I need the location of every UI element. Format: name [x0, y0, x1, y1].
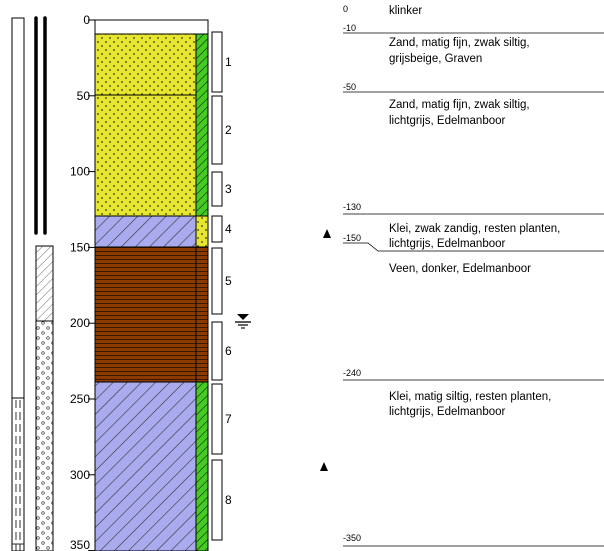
depth-level-label: -240	[343, 368, 361, 378]
sample-box	[211, 459, 223, 541]
layer-clay-1-fill	[94, 215, 197, 248]
depth-level-label: -150	[343, 233, 361, 243]
layer-description: Zand, matig fijn, zwak siltig,grijsbeige…	[389, 37, 530, 65]
well-casing	[11, 17, 25, 551]
layer-description: klinker	[389, 5, 422, 17]
lithology-column	[94, 19, 209, 551]
secondary-green-2	[195, 381, 209, 551]
secondary-peat	[195, 246, 209, 383]
depth-level-label: 0	[343, 4, 348, 14]
sample-number: 5	[225, 274, 232, 288]
depth-ticks: 0 50 100 150 200 250 300 350	[70, 13, 95, 551]
filter-gravel	[35, 320, 54, 551]
backfill-bars	[34, 16, 47, 235]
layer-clay-2-fill	[94, 381, 197, 551]
groundwater-level-icon	[235, 314, 251, 329]
sample-number: 6	[225, 344, 232, 358]
sample-box	[211, 383, 223, 455]
sample-number: 1	[225, 55, 232, 69]
sample-number: 8	[225, 493, 232, 507]
depth-level-label: -350	[343, 533, 361, 543]
bentonite-seal	[35, 245, 54, 322]
depth-tick-label: 0	[83, 13, 90, 27]
depth-tick-label: 250	[70, 392, 90, 406]
sample-number: 7	[225, 412, 232, 426]
sample-box	[211, 247, 223, 315]
sample-boxes: 1 2 3 4 5 6 7 8	[211, 31, 232, 541]
depth-tick-label: 150	[70, 240, 90, 254]
layer-description: Zand, matig fijn, zwak siltig,lichtgrijs…	[389, 99, 530, 127]
depth-tick-label: 100	[70, 165, 90, 179]
sample-marker-triangle	[323, 229, 331, 238]
sample-number: 2	[225, 123, 232, 137]
depth-level-label: -130	[343, 202, 361, 212]
markers	[235, 229, 331, 471]
depth-tick-label: 50	[77, 89, 91, 103]
layer-sand-fill	[94, 33, 197, 217]
layer-peat-fill	[94, 246, 197, 383]
sample-box	[211, 95, 223, 165]
sample-box	[211, 321, 223, 381]
layer-description: Klei, zwak zandig, resten planten,lichtg…	[389, 223, 560, 250]
sample-box	[211, 215, 223, 243]
depth-tick-label: 350	[70, 538, 90, 551]
secondary-green-1	[195, 33, 209, 217]
layer-boundary-line	[343, 242, 604, 252]
sample-box	[211, 31, 223, 93]
depth-level-label: -50	[343, 82, 356, 92]
depth-tick-label: 300	[70, 468, 90, 482]
depth-tick-label: 200	[70, 316, 90, 330]
sample-box	[211, 171, 223, 207]
depth-level-label: -10	[343, 23, 356, 33]
sample-number: 3	[225, 182, 232, 196]
layer-description: Klei, matig siltig, resten planten,licht…	[389, 391, 551, 418]
layer-description: Veen, donker, Edelmanboor	[389, 263, 531, 275]
sample-number: 4	[225, 222, 232, 236]
secondary-sand	[195, 215, 209, 248]
sample-marker-triangle	[320, 462, 328, 471]
